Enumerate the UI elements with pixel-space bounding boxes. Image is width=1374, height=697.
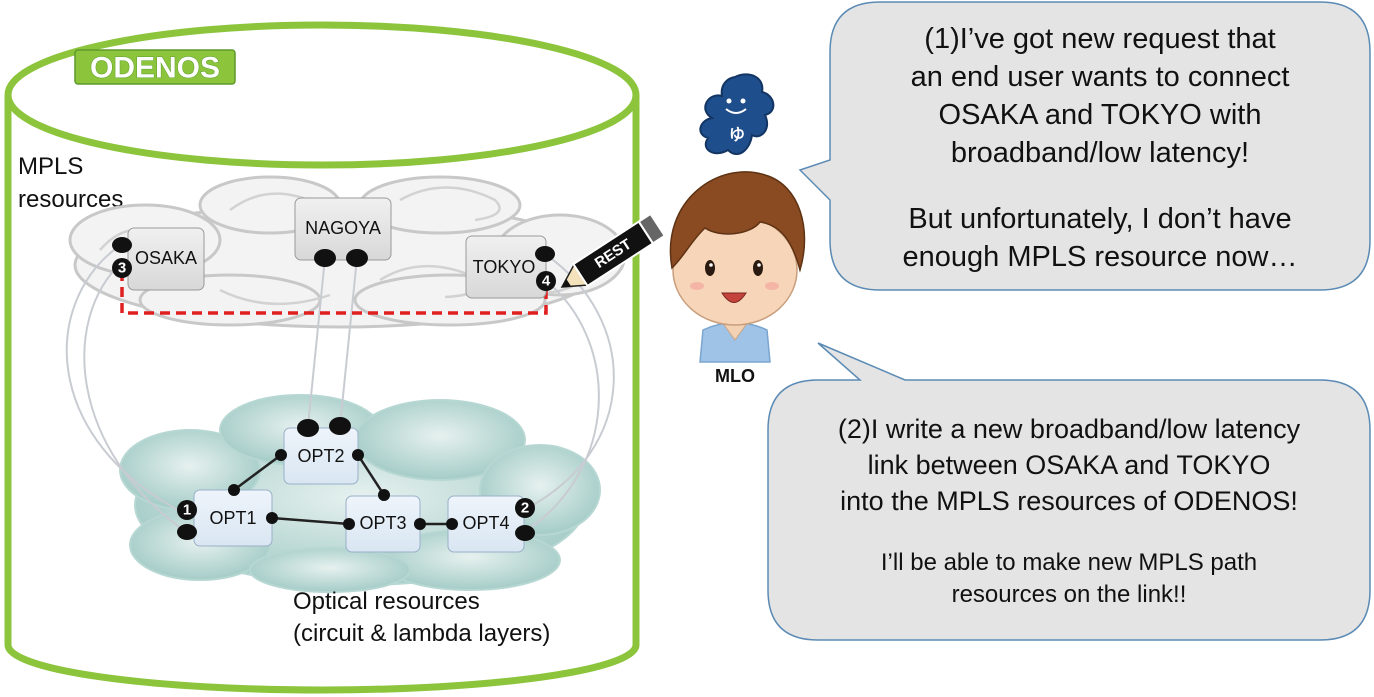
odenos-badge: ODENOS bbox=[74, 49, 236, 85]
port-opt3-top bbox=[378, 489, 390, 501]
node-opt1-label: OPT1 bbox=[209, 508, 256, 528]
speech-bubble-1-shape bbox=[798, 1, 1371, 291]
port-opt4-left bbox=[446, 518, 458, 530]
bubble1-line4: broadband/low latency! bbox=[951, 137, 1249, 169]
cylinder-top bbox=[4, 21, 640, 169]
mpls-resources-label-line2: resources bbox=[18, 186, 123, 213]
port-opt4-bottom bbox=[515, 525, 535, 541]
node-opt2-label: OPT2 bbox=[297, 446, 344, 466]
link-opt1-opt2 bbox=[233, 453, 282, 492]
bubble2-line2: link between OSAKA and TOKYO bbox=[868, 450, 1271, 480]
link-opt2-opt3 bbox=[356, 454, 386, 496]
bubble1-line3: OSAKA and TOKYO with bbox=[939, 99, 1262, 131]
node-osaka-box bbox=[127, 227, 205, 291]
node-opt3-label: OPT3 bbox=[359, 513, 406, 533]
port-opt1-bottom bbox=[177, 524, 197, 540]
node-nagoya-label: NAGOYA bbox=[305, 218, 381, 238]
node-opt3: OPT3 bbox=[345, 495, 421, 553]
port-badge-4: 4 bbox=[536, 271, 556, 291]
bubble2-line4: I’ll be able to make new MPLS path bbox=[881, 549, 1257, 576]
port-opt2-right bbox=[352, 449, 364, 461]
port-badge-2-circle bbox=[515, 498, 535, 518]
port-badge-1-label: 1 bbox=[183, 502, 191, 519]
optical-resources-label-line2: (circuit & lambda layers) bbox=[293, 620, 550, 647]
mascot-body bbox=[699, 73, 775, 155]
port-badge-3-label: 3 bbox=[118, 260, 126, 277]
mascot-glyph: ゆ bbox=[729, 125, 745, 144]
port-opt3-right bbox=[414, 518, 426, 530]
port-opt2-a bbox=[297, 419, 319, 437]
odenos-badge-bg bbox=[74, 49, 236, 85]
bubble2-line1: (2)I write a new broadband/low latency bbox=[838, 414, 1301, 444]
node-nagoya-box bbox=[294, 197, 392, 261]
port-opt1-right bbox=[266, 512, 278, 524]
port-badge-2-label: 2 bbox=[521, 500, 529, 517]
rest-pencil-icon: REST bbox=[560, 212, 667, 288]
port-opt2-left bbox=[275, 449, 287, 461]
inter-layer-links bbox=[65, 243, 615, 533]
node-osaka: OSAKA bbox=[127, 227, 205, 291]
person-hair bbox=[669, 171, 806, 273]
optical-resources-label-line1: Optical resources bbox=[293, 588, 480, 615]
mpls-resources-label-line1: MPLS bbox=[18, 153, 83, 180]
port-opt1-top bbox=[228, 484, 240, 496]
bubble1-line6: enough MPLS resource now… bbox=[903, 241, 1298, 273]
bubble1-line5: But unfortunately, I don’t have bbox=[908, 203, 1291, 235]
link-opt1-opt3 bbox=[271, 516, 350, 526]
node-nagoya: NAGOYA bbox=[294, 197, 392, 261]
node-opt4: OPT4 bbox=[447, 495, 525, 553]
bubble1-line2: an end user wants to connect bbox=[911, 61, 1290, 93]
port-badge-4-circle bbox=[536, 271, 556, 291]
port-opt2-b bbox=[329, 417, 351, 435]
port-badge-3-circle bbox=[112, 258, 132, 278]
speech-bubble-2-shape bbox=[767, 342, 1371, 641]
port-badge-4-label: 4 bbox=[542, 273, 551, 290]
node-opt2: OPT2 bbox=[283, 427, 359, 485]
mlo-label: MLO bbox=[715, 366, 755, 386]
node-tokyo: TOKYO bbox=[465, 235, 547, 299]
port-nagoya-a bbox=[314, 249, 336, 267]
bubble2-line5: resources on the link!! bbox=[952, 581, 1187, 608]
port-tokyo-a bbox=[535, 246, 555, 262]
port-badge-1-circle bbox=[177, 500, 197, 520]
port-badge-1: 1 bbox=[177, 500, 197, 520]
new-mpls-link bbox=[120, 271, 548, 315]
bubble2-line3: into the MPLS resources of ODENOS! bbox=[840, 486, 1298, 516]
node-tokyo-box bbox=[465, 235, 547, 299]
node-opt1: OPT1 bbox=[193, 489, 273, 547]
odenos-label: ODENOS bbox=[90, 52, 220, 85]
speech-bubble-2: (2)I write a new broadband/low latency l… bbox=[767, 342, 1371, 641]
node-tokyo-label: TOKYO bbox=[473, 257, 536, 277]
bubble1-line1: (1)I’ve got new request that bbox=[924, 23, 1275, 55]
node-opt4-label: OPT4 bbox=[462, 513, 509, 533]
port-nagoya-b bbox=[346, 249, 368, 267]
port-badge-2: 2 bbox=[515, 498, 535, 518]
port-osaka-a bbox=[112, 237, 132, 253]
mascot-icon: ゆ bbox=[699, 73, 775, 155]
ports bbox=[112, 237, 555, 541]
port-opt3-left bbox=[343, 518, 355, 530]
speech-bubble-1: (1)I’ve got new request that an end user… bbox=[798, 1, 1371, 291]
node-osaka-label: OSAKA bbox=[135, 248, 197, 268]
mlo-person-avatar bbox=[669, 171, 806, 363]
port-badge-3: 3 bbox=[112, 258, 132, 278]
